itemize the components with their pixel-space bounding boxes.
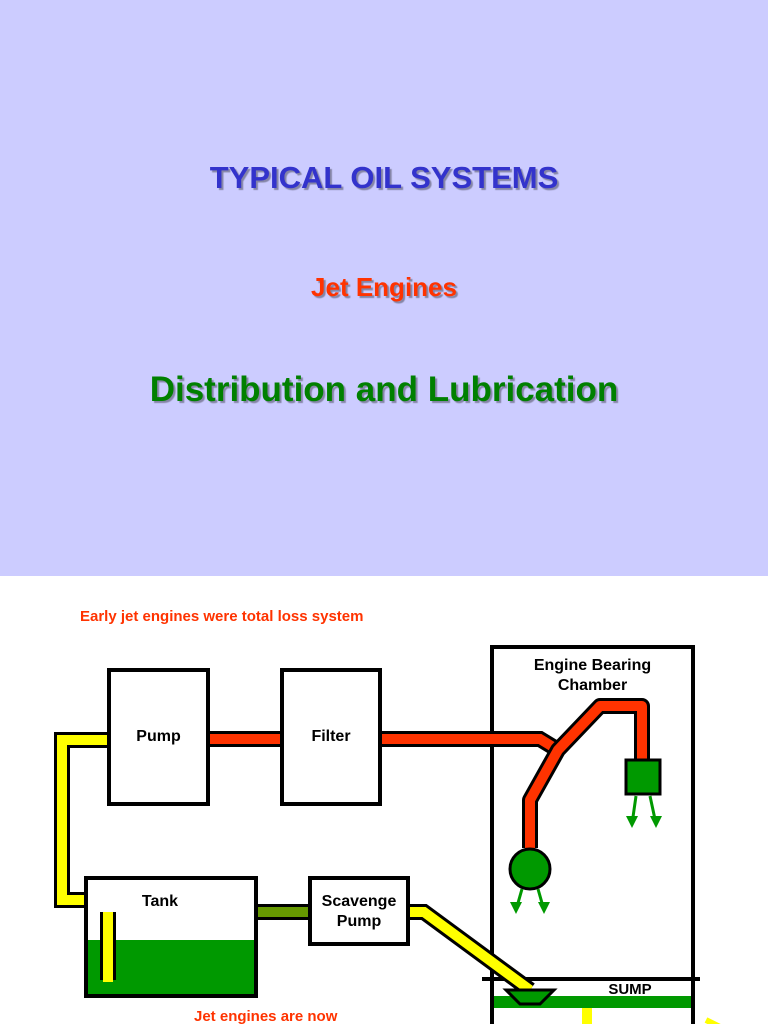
outlet-pipe xyxy=(704,1017,721,1024)
note-bottom: Jet engines are now xyxy=(194,1008,338,1025)
bearing-jet xyxy=(624,758,662,796)
title-slide: TYPICAL OIL SYSTEMS Jet Engines Distribu… xyxy=(0,0,768,576)
slide-title: TYPICAL OIL SYSTEMS xyxy=(209,160,559,195)
slide-heading: Distribution and Lubrication xyxy=(149,370,619,409)
pump-label: Pump xyxy=(136,728,181,745)
bearing-nozzle xyxy=(508,847,552,891)
nozzle-spray-arrows xyxy=(510,902,550,914)
bearing-chamber-label-line1: Engine Bearing xyxy=(533,657,652,674)
scavenge-pump-box xyxy=(308,876,410,946)
filter-label: Filter xyxy=(311,728,351,745)
sump-pickup xyxy=(502,988,558,1006)
bearing-pipe xyxy=(525,701,647,848)
jet-spray-arrows xyxy=(626,816,662,828)
scavenge-pump-label-line1: Scavenge xyxy=(321,893,397,910)
tank-label: Tank xyxy=(141,893,179,910)
drain-pipe xyxy=(582,1008,592,1024)
scavenge-pump-label-line2: Pump xyxy=(336,913,382,930)
sump-label: SUMP xyxy=(608,981,652,998)
return-pipe xyxy=(408,907,533,995)
bearing-chamber-label-line2: Chamber xyxy=(557,677,628,694)
pump-box xyxy=(107,668,210,806)
note-top: Early jet engines were total loss system xyxy=(80,608,364,625)
slide-subtitle: Jet Engines xyxy=(311,272,457,302)
oil-system-slide: Early jet engines were total loss system xyxy=(0,576,768,1025)
oil-system-diagram xyxy=(54,645,721,1024)
filter-box xyxy=(280,668,382,806)
